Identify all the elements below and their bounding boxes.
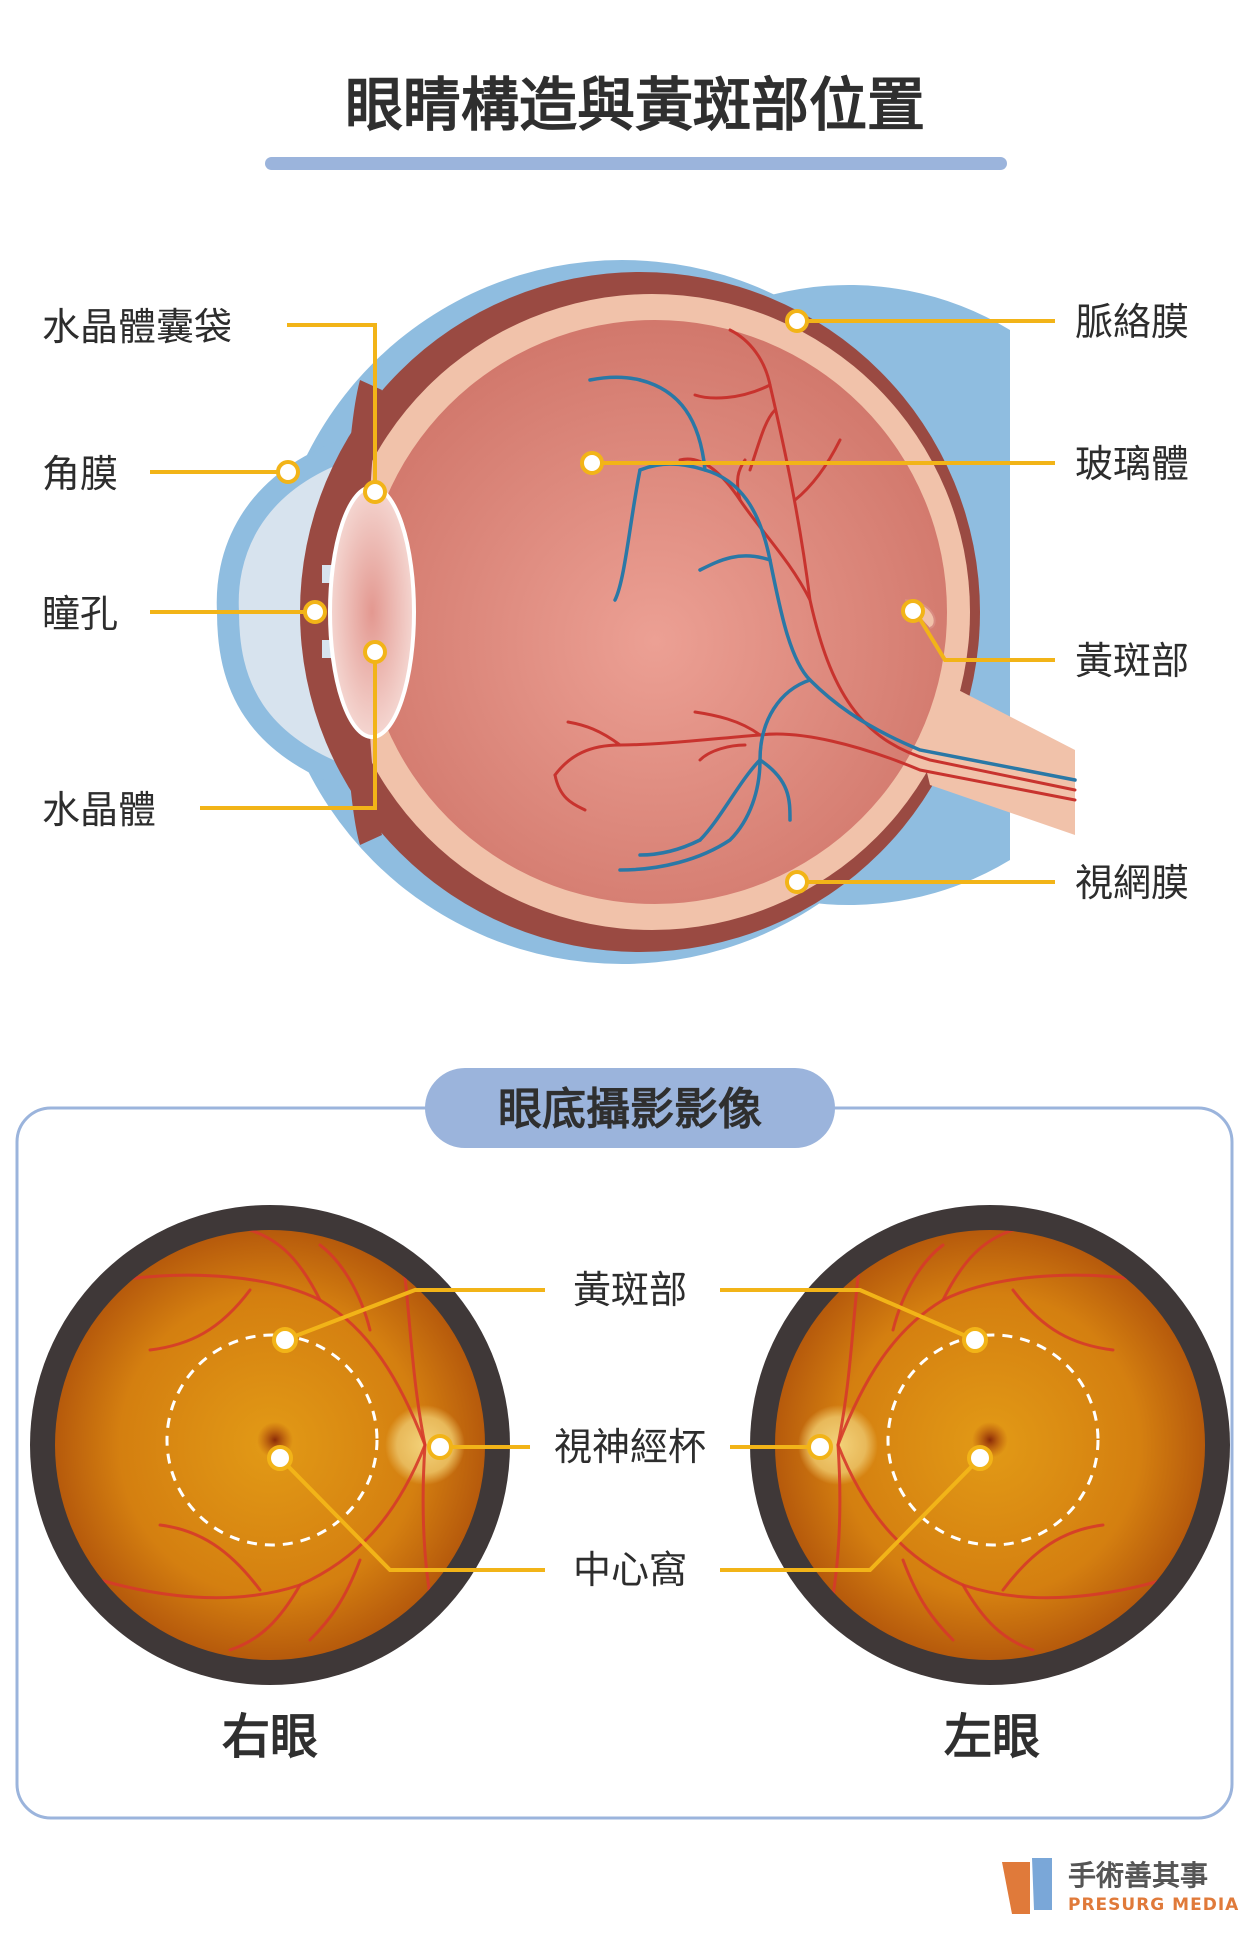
- right-macula-marker: [272, 1327, 298, 1353]
- eye-leaders-right: [592, 319, 1055, 884]
- label-lens: 水晶體: [42, 788, 156, 832]
- capsule-marker: [363, 480, 387, 504]
- eye-cross-section: [216, 260, 1077, 964]
- fundus-label-macula: 黃斑部: [573, 1268, 687, 1312]
- macula-marker: [901, 599, 925, 623]
- label-retina: 視網膜: [1075, 861, 1189, 905]
- right-fovea-marker: [267, 1445, 293, 1471]
- left-eye-fundus: [750, 1205, 1230, 1685]
- page-title: 眼睛構造與黃斑部位置: [345, 71, 925, 139]
- label-choroid: 脈絡膜: [1075, 300, 1189, 344]
- eye-leaders-left: [150, 323, 377, 810]
- label-macula: 黃斑部: [1075, 639, 1189, 683]
- brand-logo: 手術善其事 PRESURG MEDIA: [1002, 1858, 1239, 1915]
- brand-name: 手術善其事: [1068, 1859, 1208, 1892]
- brand-name-en: PRESURG MEDIA: [1068, 1895, 1239, 1915]
- pupil-marker: [303, 600, 327, 624]
- label-pupil: 瞳孔: [42, 592, 118, 636]
- fundus-badge: [425, 1068, 835, 1148]
- vitreous-body: [363, 320, 947, 904]
- right-optic-cup-marker: [427, 1434, 453, 1460]
- label-capsule: 水晶體囊袋: [42, 305, 232, 349]
- brand-icon: [1002, 1862, 1030, 1914]
- lens-marker: [363, 640, 387, 664]
- left-macula-marker: [962, 1327, 988, 1353]
- right-eye-fundus: [30, 1205, 510, 1685]
- fundus-label-fovea: 中心窩: [573, 1548, 687, 1592]
- fundus-badge-text: 眼底攝影影像: [498, 1084, 762, 1135]
- left-fovea-marker: [967, 1445, 993, 1471]
- vitreous-marker: [580, 451, 604, 475]
- cornea-marker: [276, 460, 300, 484]
- label-vitreous: 玻璃體: [1075, 442, 1189, 486]
- left-eye-label: 左眼: [944, 1709, 1040, 1765]
- title-underline: [265, 157, 1007, 170]
- label-cornea: 角膜: [42, 452, 118, 496]
- lens: [328, 485, 416, 739]
- choroid-marker: [785, 309, 809, 333]
- left-optic-cup-marker: [807, 1434, 833, 1460]
- retina-marker: [785, 870, 809, 894]
- fundus-label-optic-cup: 視神經杯: [554, 1425, 706, 1469]
- fundus-leaders: [278, 1288, 982, 1572]
- right-eye-label: 右眼: [222, 1709, 318, 1765]
